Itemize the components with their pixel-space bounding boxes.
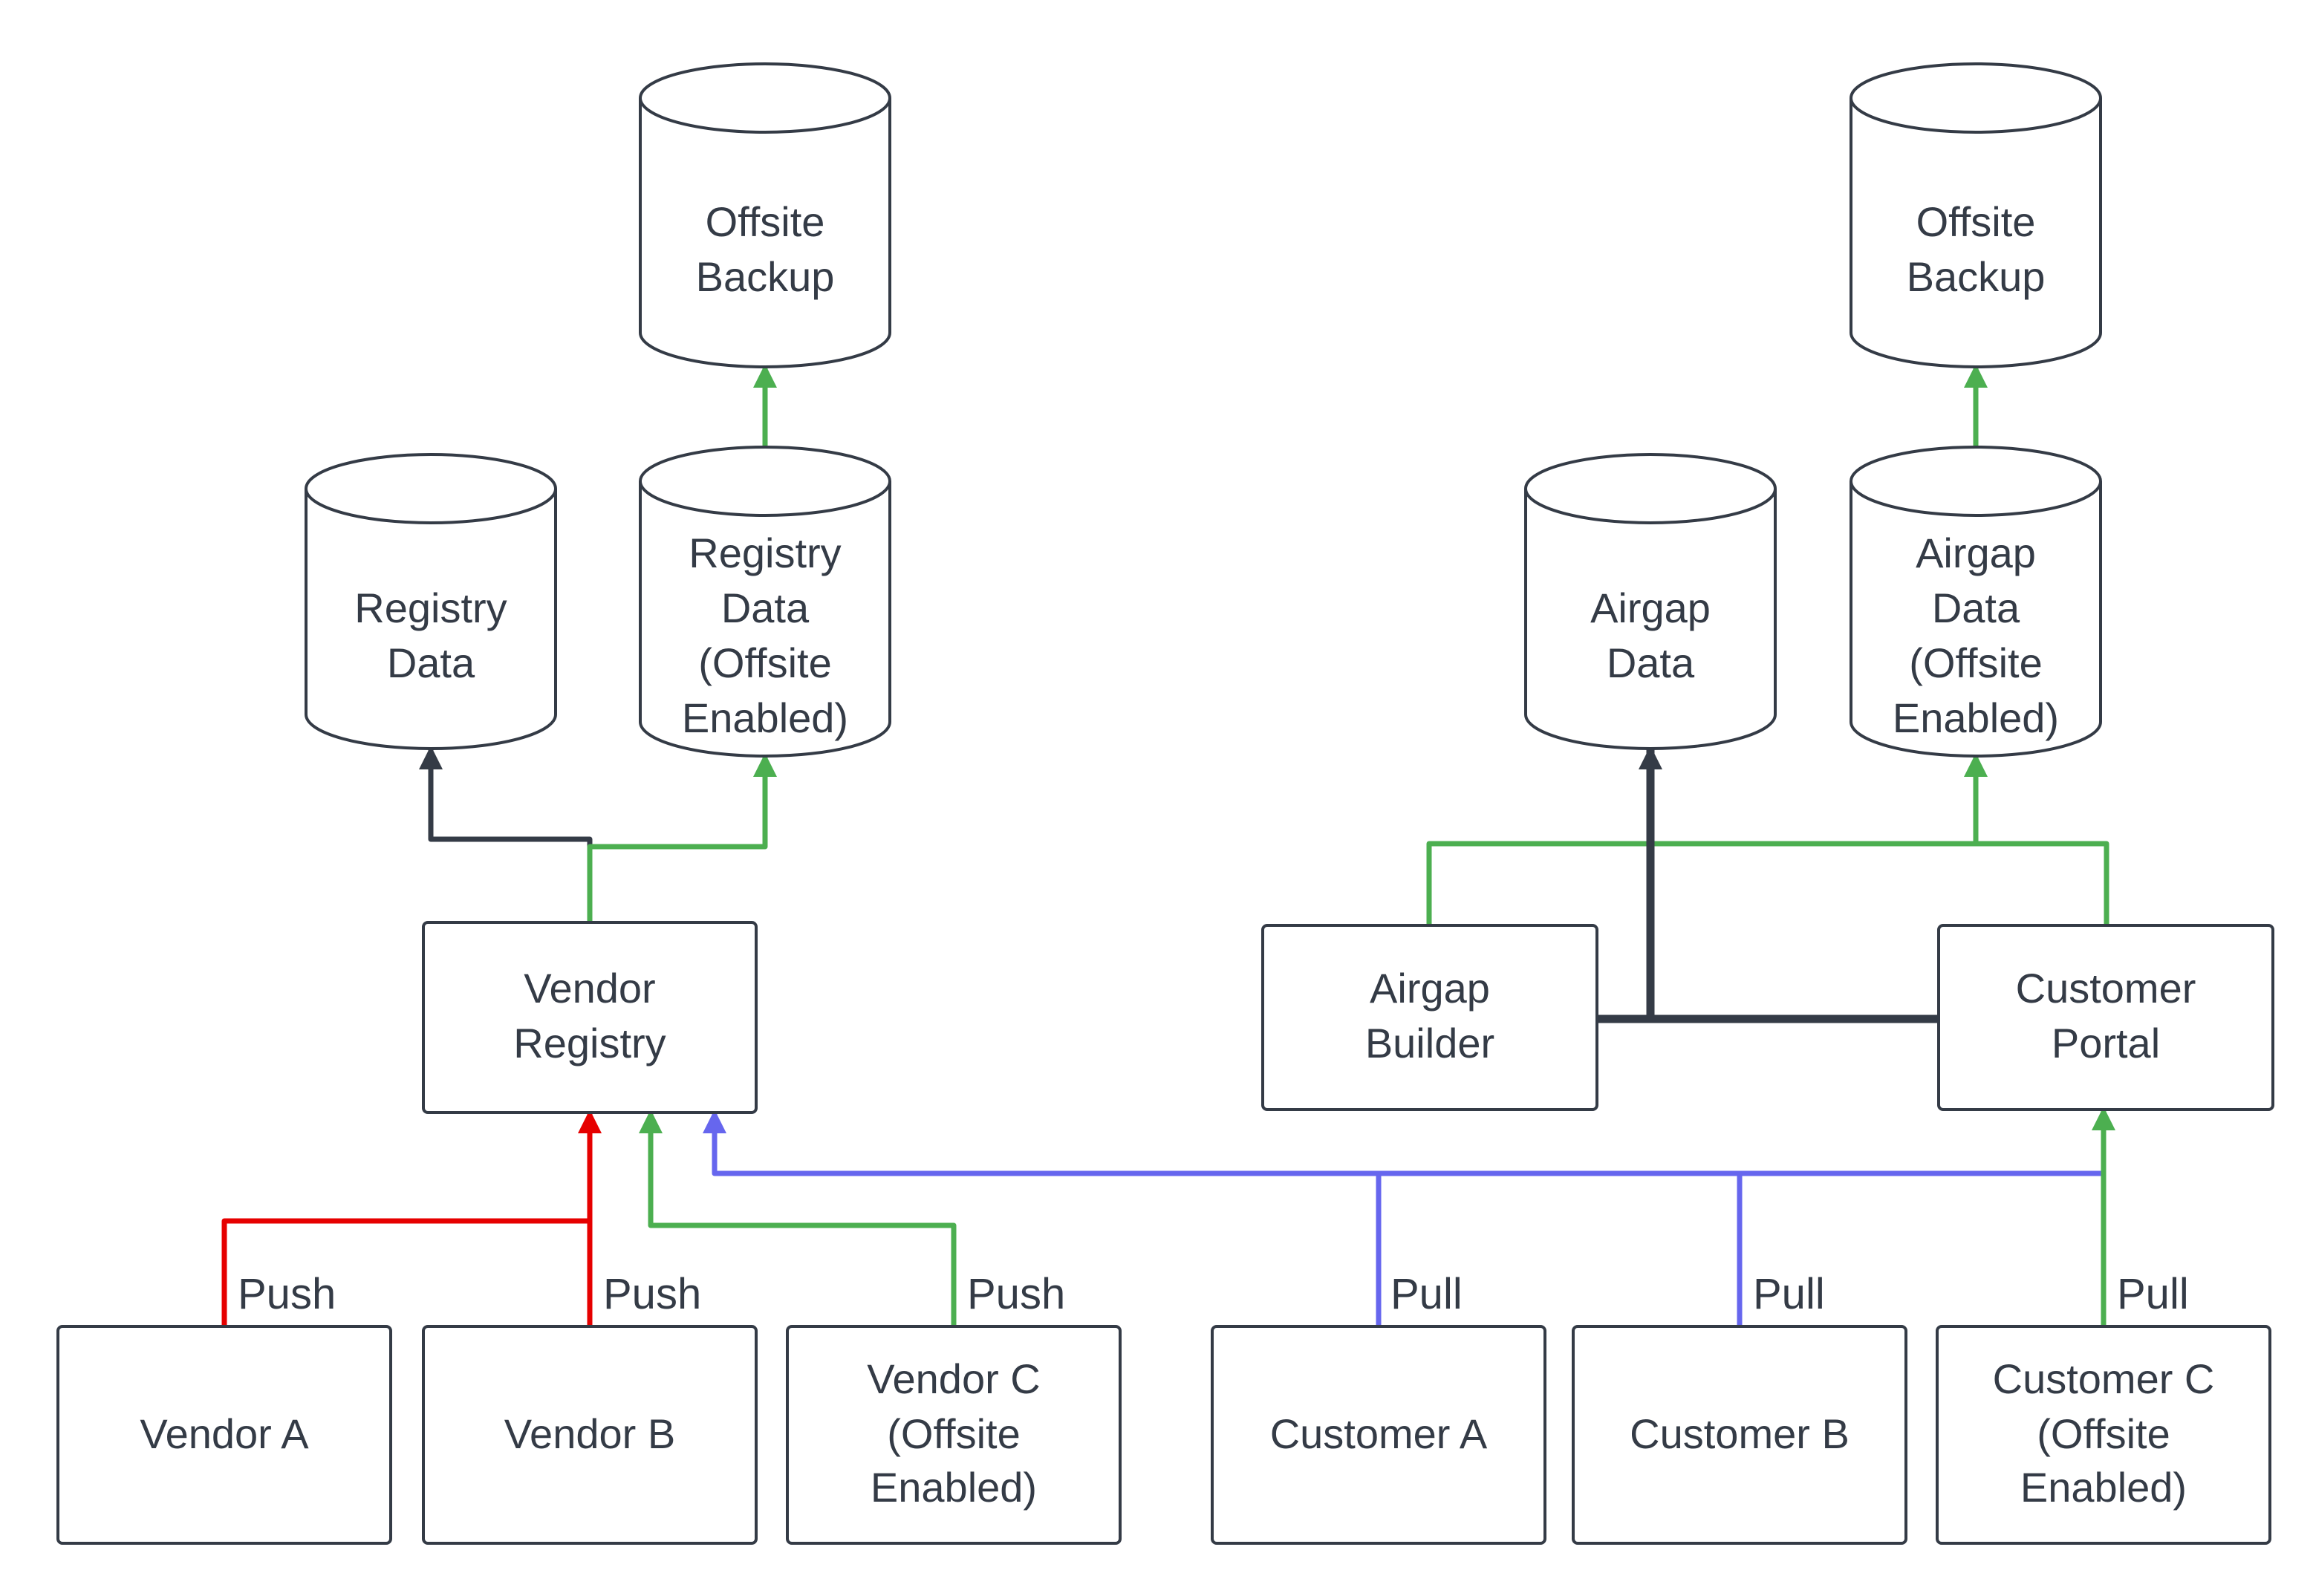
node-label-offsite-backup-right: Offsite Backup [1906, 199, 2046, 300]
node-label-airgap-builder: Airgap Builder [1364, 965, 1495, 1066]
node-label-vendor-registry: Vendor Registry [513, 965, 666, 1066]
node-customer-c: Customer C (Offsite Enabled) [1936, 1325, 2271, 1545]
cylinder-shape [1850, 446, 2102, 758]
node-offsite-backup-right: Offsite Backup [1850, 62, 2102, 368]
edge-airgap-data-store [1598, 746, 1662, 1023]
edge-label-pull-customer-b: Pull [1753, 1271, 1825, 1319]
node-airgap-builder: Airgap Builder [1261, 924, 1598, 1111]
cylinder-shape [305, 453, 557, 750]
node-label-airgap-data-offsite: Airgap Data (Offsite Enabled) [1892, 530, 2060, 741]
node-offsite-backup-left: Offsite Backup [639, 62, 891, 368]
node-label-customer-a: Customer A [1269, 1410, 1488, 1457]
node-vendor-b: Vendor B [422, 1325, 758, 1545]
edge-label-push-vendor-b: Push [603, 1271, 702, 1319]
node-label-vendor-a: Vendor A [140, 1410, 309, 1457]
edge-vendor-a-push [221, 1218, 590, 1325]
node-label-customer-b: Customer B [1630, 1410, 1850, 1457]
node-label-offsite-backup-left: Offsite Backup [695, 199, 835, 300]
edge-label-push-vendor-a: Push [238, 1271, 336, 1319]
edge-label-pull-customer-c: Pull [2117, 1271, 2189, 1319]
node-airgap-data-offsite: Airgap Data (Offsite Enabled) [1850, 446, 2102, 758]
node-airgap-data: Airgap Data [1524, 453, 1777, 750]
node-registry-data-offsite: Registry Data (Offsite Enabled) [639, 446, 891, 758]
node-registry-data: Registry Data [305, 453, 557, 750]
node-vendor-c: Vendor C (Offsite Enabled) [786, 1325, 1122, 1545]
edge-label-pull-customer-a: Pull [1390, 1271, 1463, 1319]
edge-vendor-c-push [639, 1110, 957, 1325]
node-label-vendor-b: Vendor B [504, 1410, 676, 1457]
edge-portal-offsite-branch [1976, 841, 2109, 924]
node-vendor-a: Vendor A [56, 1325, 392, 1545]
node-label-vendor-c: Vendor C (Offsite Enabled) [867, 1355, 1041, 1511]
edge-pull-main [703, 1110, 2104, 1176]
node-label-customer-portal: Customer Portal [2015, 965, 2196, 1066]
node-label-airgap-data: Airgap Data [1590, 585, 1711, 686]
node-customer-b: Customer B [1572, 1325, 1907, 1545]
node-customer-portal: Customer Portal [1937, 924, 2274, 1111]
node-customer-a: Customer A [1211, 1325, 1546, 1545]
edge-airgap-offsite-store [1426, 753, 1988, 924]
node-vendor-registry: Vendor Registry [422, 921, 758, 1114]
node-label-customer-c: Customer C (Offsite Enabled) [1992, 1355, 2215, 1511]
edge-registry-data-store [419, 746, 593, 921]
cylinder-shape [1850, 62, 2102, 368]
node-label-registry-data: Registry Data [354, 585, 507, 686]
node-label-registry-data-offsite: Registry Data (Offsite Enabled) [681, 530, 849, 741]
cylinder-shape [639, 62, 891, 368]
edge-registry-offsite-store [587, 753, 777, 921]
edge-label-push-vendor-c: Push [967, 1271, 1066, 1319]
cylinder-shape [639, 446, 891, 758]
cylinder-shape [1524, 453, 1777, 750]
